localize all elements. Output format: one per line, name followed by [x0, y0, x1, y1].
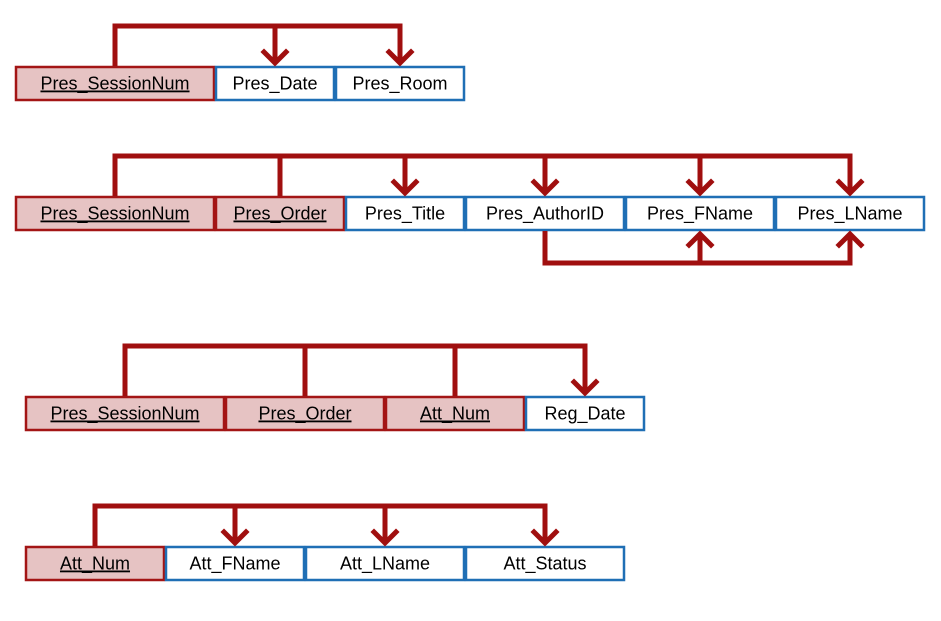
attribute-field-label: Reg_Date [544, 404, 625, 425]
dependency-arrows [112, 23, 403, 66]
attribute-field-label: Pres_LName [797, 204, 902, 225]
field-cell: Pres_LName [774, 195, 926, 232]
key-field-box [384, 395, 526, 432]
key-field-box [14, 65, 216, 102]
field-cell: Att_Status [464, 545, 626, 582]
arrow-head-down [390, 178, 420, 197]
table-presentation: Pres_SessionNum Pres_Order Pres_Title Pres_… [14, 195, 926, 232]
key-field-label: Pres_Order [258, 404, 351, 425]
attribute-field-label: Att_FName [189, 554, 280, 575]
arrow-head-down [220, 528, 250, 547]
field-cell: Pres_Title [344, 195, 466, 232]
attribute-field-label: Att_Status [503, 554, 586, 575]
attribute-field-box [344, 195, 466, 232]
arrow-head-up [835, 230, 865, 249]
field-cell: Pres_SessionNum [24, 395, 226, 432]
field-cell: Pres_FName [624, 195, 776, 232]
attribute-field-box [304, 545, 466, 582]
attribute-field-box [164, 545, 306, 582]
field-cell: Att_LName [304, 545, 466, 582]
field-cell: Pres_Order [214, 195, 346, 232]
arrow-head-down [385, 48, 415, 67]
arrow-head-down [530, 178, 560, 197]
key-field-box [224, 395, 386, 432]
arrow-head-up [685, 230, 715, 249]
attribute-field-label: Pres_Title [365, 204, 445, 225]
arrow-head-down [835, 178, 865, 197]
table-attendee: Att_Num Att_FName Att_LName Att_Status [24, 545, 626, 582]
attribute-field-box [464, 195, 626, 232]
key-field-box [24, 395, 226, 432]
dependency-arrows [122, 343, 588, 396]
attribute-field-label: Pres_FName [647, 204, 753, 225]
field-cell: Pres_Room [334, 65, 466, 102]
field-cell: Reg_Date [524, 395, 646, 432]
arrow-head-down [685, 178, 715, 197]
dependency-arrows [112, 153, 853, 196]
key-field-label: Att_Num [420, 404, 490, 425]
attribute-field-label: Pres_AuthorID [486, 204, 604, 225]
arrow-head-down [570, 378, 600, 397]
attribute-field-label: Att_LName [340, 554, 430, 575]
arrow-head-down [260, 48, 290, 67]
key-field-box [214, 195, 346, 232]
table-presentation-session: Pres_SessionNum Pres_Date Pres_Room [14, 65, 466, 102]
attribute-field-box [524, 395, 646, 432]
arrow-head-down [370, 528, 400, 547]
key-field-label: Pres_SessionNum [40, 204, 189, 225]
field-cell: Att_Num [384, 395, 526, 432]
field-cell: Pres_SessionNum [14, 65, 216, 102]
field-cell: Pres_SessionNum [14, 195, 216, 232]
arrow-head-down [530, 528, 560, 547]
attribute-field-box [774, 195, 926, 232]
key-field-box [14, 195, 216, 232]
key-field-label: Pres_Order [233, 204, 326, 225]
dependency-arrows [92, 503, 548, 546]
attribute-field-box [624, 195, 776, 232]
attribute-field-box [464, 545, 626, 582]
attribute-field-label: Pres_Room [352, 74, 447, 95]
field-cell: Att_FName [164, 545, 306, 582]
key-field-label: Att_Num [60, 554, 130, 575]
key-field-box [24, 545, 166, 582]
field-cell: Pres_Date [214, 65, 336, 102]
attribute-field-box [214, 65, 336, 102]
field-cell: Pres_AuthorID [464, 195, 626, 232]
key-field-label: Pres_SessionNum [50, 404, 199, 425]
dependency-arrows [542, 231, 853, 266]
key-field-label: Pres_SessionNum [40, 74, 189, 95]
field-cell: Att_Num [24, 545, 166, 582]
attribute-field-box [334, 65, 466, 102]
attribute-field-label: Pres_Date [232, 74, 317, 95]
field-cell: Pres_Order [224, 395, 386, 432]
table-registration: Pres_SessionNum Pres_Order Att_Num Reg_Date [24, 395, 646, 432]
